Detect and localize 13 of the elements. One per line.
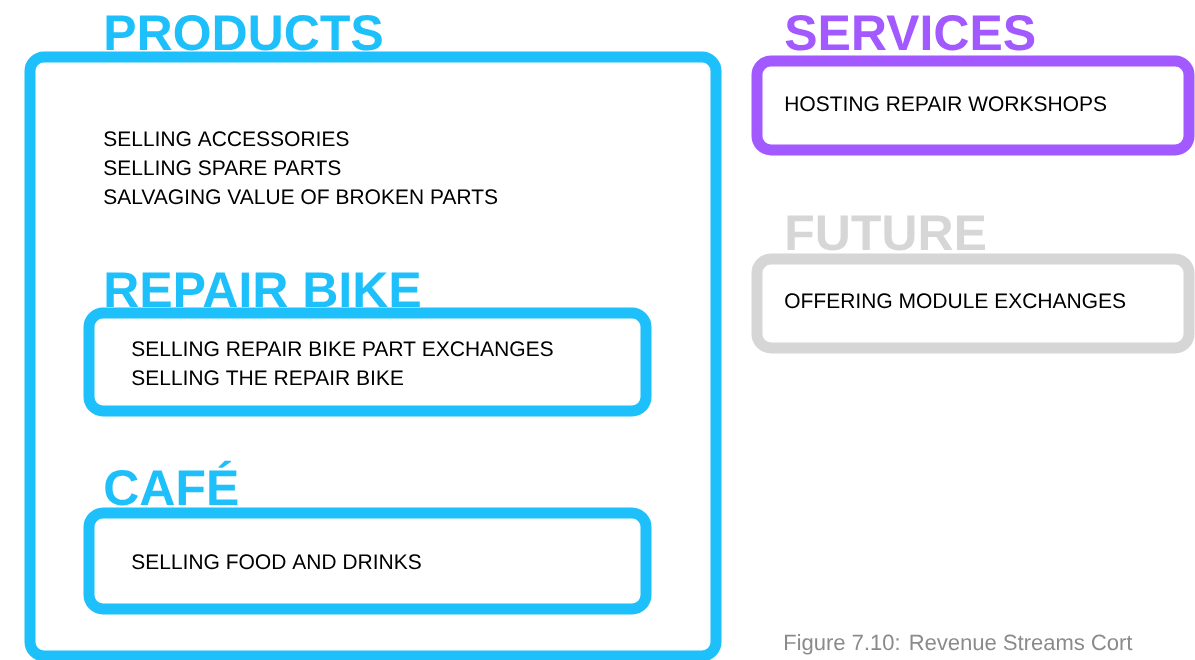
item-text: SELLING ACCESSORIES (104, 131, 349, 147)
item-text: HOSTING REPAIR WORKSHOPS (785, 96, 1107, 112)
item-text: SELLING THE REPAIR BIKE (132, 370, 403, 386)
category-heading: REPAIR BIKE (106, 272, 420, 307)
caption-text: Figure 7.10: Revenue Streams Cort (785, 634, 1133, 655)
item-text: SELLING REPAIR BIKE PART EXCHANGES (132, 341, 553, 357)
item-text: OFFERING MODULE EXCHANGES (785, 293, 1126, 309)
category-heading: SERVICES (785, 15, 1035, 51)
category-heading: CAFÉ (105, 460, 238, 506)
item-text: SELLING FOOD AND DRINKS (132, 554, 421, 570)
category-heading: PRODUCTS (106, 15, 382, 51)
item-text: SELLING SPARE PARTS (104, 160, 341, 176)
item-text: SALVAGING VALUE OF BROKEN PARTS (104, 189, 498, 205)
